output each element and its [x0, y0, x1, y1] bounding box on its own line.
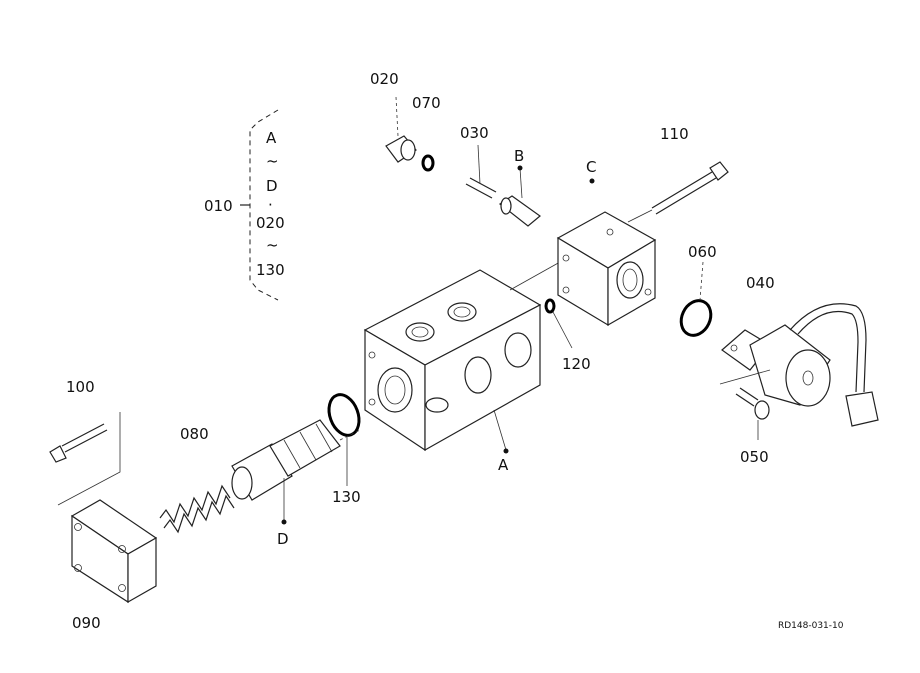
bolt-110-head [709, 161, 729, 181]
label-020: 020 [370, 70, 399, 88]
label-050: 050 [740, 448, 769, 466]
label-010: 010 [204, 197, 233, 215]
block-port [616, 261, 644, 299]
end-cover-090 [57, 412, 158, 604]
spool-b [498, 165, 541, 227]
solenoid-wire [789, 303, 867, 393]
drawing-number: RD148-031-10 [778, 621, 844, 631]
label-060: 060 [688, 243, 717, 261]
label-110: 110 [660, 125, 689, 143]
label-030: 030 [460, 124, 489, 142]
label-130: 130 [332, 488, 361, 506]
ref-dot-a [503, 448, 509, 454]
bracket-text-1: A [266, 129, 277, 147]
label-100: 100 [66, 378, 95, 396]
solenoid-connector [845, 391, 879, 427]
body-port-top-2 [447, 302, 477, 322]
ref-label-b: B [514, 147, 524, 165]
label-120: 120 [562, 355, 591, 373]
bracket-text-5: 020 [256, 214, 285, 232]
assembly-bracket-010: A ~ D · 020 ~ 130 010 [204, 109, 285, 301]
bolt-110 [627, 161, 729, 223]
bracket-text-4: · [268, 196, 273, 214]
label-070: 070 [412, 94, 441, 112]
spool-assembly-080 [159, 419, 361, 534]
label-040: 040 [746, 274, 775, 292]
spool-lands [269, 419, 341, 477]
valve-block-c [556, 211, 657, 327]
bolt-050 [735, 387, 770, 440]
bracket-text-7: 130 [256, 261, 285, 279]
solenoid-end [785, 349, 831, 407]
bracket-text-2: ~ [266, 152, 279, 170]
ref-label-d: D [277, 530, 289, 548]
body-port-top-1 [405, 322, 435, 342]
spring-080 [159, 484, 231, 524]
bracket-text-6: ~ [266, 236, 279, 254]
valve-body-a [363, 269, 542, 452]
solenoid-040 [719, 303, 879, 427]
body-port-left [377, 367, 413, 413]
plug-020 [385, 96, 417, 163]
spring-030 [465, 144, 497, 199]
label-090: 090 [72, 614, 101, 632]
assembly-axis-line [509, 261, 561, 291]
o-ring-060 [679, 299, 713, 337]
label-080: 080 [180, 425, 209, 443]
o-ring-120 [544, 298, 556, 314]
cover-side-face [127, 536, 157, 604]
ref-dot-c [589, 178, 595, 184]
body-port-front-1 [464, 356, 492, 394]
bracket-text-3: D [266, 177, 278, 195]
ref-label-a: A [498, 456, 509, 474]
body-port-front-3 [425, 397, 449, 413]
body-port-front-2 [504, 332, 532, 368]
ref-label-c: C [586, 158, 596, 176]
bolt-100-head [49, 445, 67, 463]
o-ring-070 [421, 154, 435, 172]
bolt-100 [49, 423, 108, 463]
